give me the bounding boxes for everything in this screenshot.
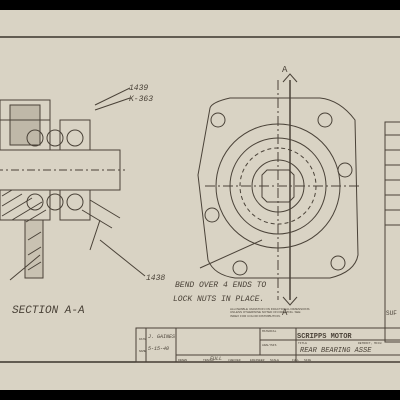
bearing-ball-4 xyxy=(26,193,44,211)
cut-arrow-bottom xyxy=(282,296,298,306)
left-label-1: NAME xyxy=(139,350,146,353)
lower-race xyxy=(59,189,91,221)
analysis-label: ANALYSIS xyxy=(262,344,277,347)
notice-wrap: ALLOWABLE VARIATION ON FRACTIONAL DIMENS… xyxy=(230,308,310,318)
footer-cell-4: SCALE xyxy=(270,359,279,362)
title-block xyxy=(135,327,400,363)
upper-race xyxy=(59,119,91,151)
splined-bore xyxy=(261,169,295,203)
bolt-hole-1 xyxy=(210,112,226,128)
bearing-ball-2 xyxy=(46,129,64,147)
note-leader xyxy=(199,239,263,269)
title-block-frame xyxy=(135,327,400,363)
left-label-0: DATE xyxy=(139,338,146,341)
side-text: SUF xyxy=(386,310,397,317)
bolt-hole-5 xyxy=(232,260,248,276)
bearing-ball-6 xyxy=(66,193,84,211)
leader-k363 xyxy=(94,97,131,111)
paper xyxy=(0,10,400,390)
bearing-ball-3 xyxy=(66,129,84,147)
scale-value: FULL xyxy=(210,356,222,362)
side-table-rows xyxy=(385,134,400,226)
drawing-date: 5-15-40 xyxy=(148,346,169,352)
upper-housing xyxy=(0,99,51,151)
company-sub: DETROIT, MICH xyxy=(358,342,382,345)
notice-text: ALLOWABLE VARIATION ON FRACTIONAL DIMENS… xyxy=(230,308,310,318)
cut-label-top: A xyxy=(282,65,288,75)
footer-cell-0: DRAWN xyxy=(178,359,187,362)
footer-cell-1: TRACED xyxy=(203,359,214,362)
note-line1: BEND OVER 4 ENDS TO xyxy=(175,281,266,290)
bolt-hole-4 xyxy=(330,255,346,271)
title-label: TITLE xyxy=(298,342,307,345)
upper-hub xyxy=(9,104,41,146)
section-label: SECTION A-A xyxy=(12,305,85,317)
bearing-ball-1 xyxy=(26,129,44,147)
drawing-title: REAR BEARING ASSE xyxy=(300,347,372,355)
company-name: SCRIPPS MOTOR xyxy=(297,333,352,341)
footer-cell-6: SIZE xyxy=(304,359,311,362)
drawn-by: J. GAINES xyxy=(148,334,175,340)
ref-1438: 1438 xyxy=(146,274,165,283)
drawing-svg: 1439 K-363 1438 SECTION A-A A A BEND OVE… xyxy=(0,10,400,390)
hatching xyxy=(1,189,47,271)
cut-label-bottom: A xyxy=(282,308,288,318)
flange-outline xyxy=(197,97,359,279)
ref-1439: 1439 xyxy=(129,84,148,93)
note-line2: LOCK NUTS IN PLACE. xyxy=(173,295,264,304)
footer-cell-2: CHECKED xyxy=(228,359,241,362)
drawing-sheet: 1439 K-363 1438 SECTION A-A A A BEND OVE… xyxy=(0,10,400,390)
section-view xyxy=(0,87,146,281)
leader-1439 xyxy=(94,87,131,106)
cut-arrow-top xyxy=(282,73,298,83)
leader-section xyxy=(9,254,41,281)
bolt-hole-2 xyxy=(317,112,333,128)
bolt-hole-6 xyxy=(204,207,220,223)
leader-lines xyxy=(81,199,121,251)
material-label: MATERIAL xyxy=(262,330,277,333)
ref-k363: K-363 xyxy=(129,95,153,104)
footer-cell-5: FULL xyxy=(292,359,299,362)
footer-cell-3: ENGINEER xyxy=(250,359,265,362)
side-table xyxy=(384,121,400,343)
leader-1438 xyxy=(99,239,146,277)
lower-flange xyxy=(24,219,44,279)
bearing-ball-5 xyxy=(46,193,64,211)
flange-view xyxy=(197,73,360,306)
